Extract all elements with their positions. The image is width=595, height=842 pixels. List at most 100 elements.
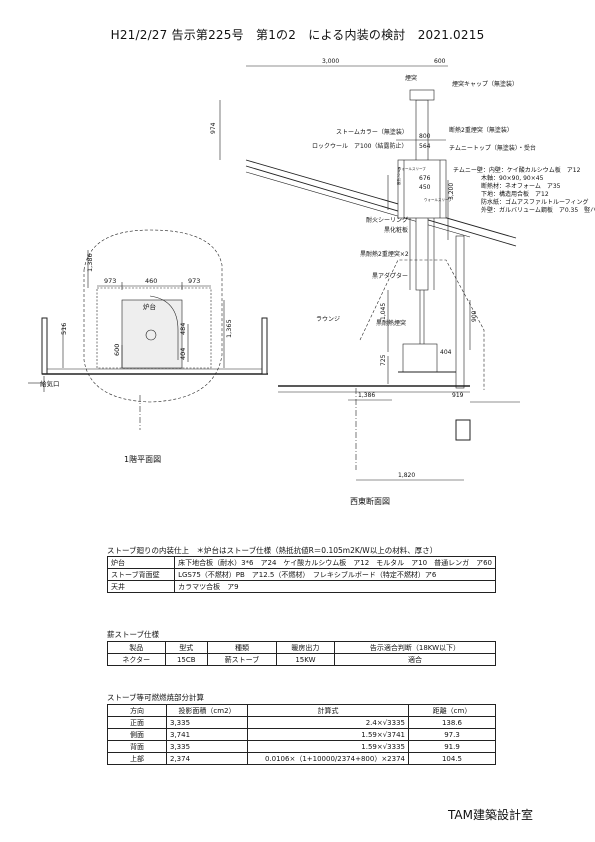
finish-part-cell: 炉台	[106, 556, 176, 569]
stove-cell: 15KW	[275, 653, 335, 666]
roof-lower	[245, 165, 517, 247]
sec-dim-564: 564	[419, 143, 431, 150]
sec-dim-404: 404	[440, 349, 452, 356]
sec-dim-900: 900	[471, 310, 478, 322]
finish-table: 炉台 床下地合板（耐水）3*6 ア24 ケイ酸カルシウム板 ア12 モルタル ア…	[106, 556, 496, 593]
insulated-pipe-label: 断熱2重煙突（無塗装）	[449, 126, 513, 134]
table-row: 炉台 床下地合板（耐水）3*6 ア24 ケイ酸カルシウム板 ア12 モルタル ア…	[106, 556, 496, 569]
black-adapter-label: 黒アダプター	[372, 272, 408, 280]
stove-heading: 薪ストーブ仕様	[107, 630, 160, 639]
finish-part-cell: ストーブ背面壁	[106, 568, 176, 581]
plan-dim-1386: 1,386	[86, 253, 94, 272]
plan-dim-600: 600	[113, 344, 121, 356]
sec-dim-3200: 3,200	[448, 183, 455, 200]
page-title: H21/2/27 告示第225号 第1の2 による内装の検討 2021.0215	[110, 28, 485, 42]
calc-cell: 91.9	[408, 740, 496, 753]
plan-wall-right	[261, 317, 268, 375]
wall-spec-outer: 外壁：ガルバリューム鋼板 ア0.35 竪ハゼ	[481, 206, 595, 214]
sec-dim-1045: 1,045	[380, 303, 387, 320]
table-row: 背面 3,335 1.59×√3335 91.9	[107, 740, 496, 753]
floor-plan-caption: 1階平面図	[124, 455, 162, 464]
wool-left-label: ウォールスリーブ	[398, 166, 426, 171]
calc-header-cell: 方向	[107, 704, 167, 717]
stove-cell: 適合	[333, 653, 497, 666]
air-inlet-label: 給気口	[40, 379, 60, 388]
sec-dim-725: 725	[380, 354, 387, 366]
calc-cell: 背面	[107, 740, 167, 753]
finish-part-cell: 天井	[106, 580, 176, 593]
calc-cell: 97.3	[408, 728, 496, 741]
chimney-top-label: チムニートップ（無塗装）・受台	[449, 144, 536, 152]
calc-cell: 2,374	[166, 752, 248, 765]
wall-spec-frame: 木軸：90×90, 90×45	[481, 174, 544, 182]
wall-spec-insul: 断熱材：ネオフォーム ア35	[481, 182, 561, 190]
calc-cell: 上部	[107, 752, 167, 765]
plan-dim-1365: 1,365	[225, 319, 233, 338]
wall-spec-roofing: 防水紙：ゴムアスファルトルーフィング	[481, 198, 589, 206]
stove-table: 製品 型式 種類 暖房出力 告示適合判断（18KW以下） ネクター 15CB 薪…	[107, 641, 497, 666]
stove-cell: 15CB	[164, 653, 209, 666]
finish-heading: ストーブ廻りの内装仕上 ＊炉台はストーブ仕様（熱抵抗値R＝0.105m2K/W以…	[107, 546, 438, 555]
sec-dim-1386: 1,386	[358, 392, 375, 399]
heat-70-label: 断熱70mm	[396, 166, 401, 185]
wall-spec-base: 下地：構造用合板 ア12	[481, 190, 549, 198]
exterior-wall	[455, 235, 465, 389]
roof-upper	[245, 159, 517, 239]
table-row: 上部 2,374 0.0106×（1+10000/2374+800）×2374 …	[107, 752, 496, 765]
plan-dim-404: 404	[179, 348, 187, 360]
plan-dim-973b: 973	[188, 277, 200, 285]
sec-dim-919: 919	[452, 392, 464, 399]
finish-spec-cell: LGS75（不燃材）PB ア12.5（不燃材） フレキシブルボード（特定不燃材）…	[174, 568, 496, 581]
stove-cell: 薪ストーブ	[207, 653, 277, 666]
sec-dim-3000: 3,000	[322, 58, 339, 65]
stove-header-cell: 暖房出力	[275, 641, 335, 654]
firm-name: TAM建築設計室	[448, 808, 533, 822]
calc-heading: ストーブ等可燃燃焼部分計算	[107, 693, 205, 702]
black-board-label: 黒化粧板	[384, 226, 408, 234]
calc-cell: 1.59×√3335	[247, 740, 409, 753]
wool-right-label: ウォールスリーブ	[424, 197, 452, 202]
plan-dim-973a: 973	[104, 277, 116, 285]
drawings-area: 1,386 973 460 973 516 484 1,365 600 404 …	[28, 58, 595, 481]
cross-section	[219, 65, 520, 481]
chimney-label: 煙突	[405, 74, 417, 82]
fire-seal-label: 耐火シーリング	[366, 216, 408, 224]
stove-header-cell: 製品	[107, 641, 166, 654]
calc-cell: 3,741	[166, 728, 248, 741]
sec-dim-600: 600	[434, 58, 446, 65]
clearance-boundary	[83, 229, 223, 403]
sec-dim-1820: 1,820	[398, 472, 415, 479]
calc-header-cell: 計算式	[247, 704, 409, 717]
calc-cell: 3,335	[166, 716, 248, 729]
sec-dim-974: 974	[210, 122, 217, 134]
finish-spec-cell: カラマツ合板 ア9	[174, 580, 496, 593]
rockwool-label: ロックウール ア100（結露防止）	[312, 142, 407, 150]
hearth-outline	[96, 287, 212, 369]
black-pipe-label: 黒耐熱2重煙突×2	[360, 250, 409, 258]
calc-cell: 3,335	[166, 740, 248, 753]
chimney-wall	[397, 159, 447, 219]
stove-header-cell: 種類	[207, 641, 277, 654]
sec-dim-800: 800	[419, 133, 431, 140]
sec-dim-676: 676	[419, 175, 431, 182]
calc-cell: 2.4×√3335	[247, 716, 409, 729]
finish-spec-cell: 床下地合板（耐水）3*6 ア24 ケイ酸カルシウム板 ア12 モルタル ア10 …	[174, 556, 496, 569]
table-header-row: 製品 型式 種類 暖房出力 告示適合判断（18KW以下）	[107, 641, 497, 654]
calc-cell: 正面	[107, 716, 167, 729]
calc-header-cell: 投影面積（cm2）	[166, 704, 248, 717]
hearth	[121, 299, 183, 369]
stove-header-cell: 告示適合判断（18KW以下）	[333, 641, 497, 654]
calc-cell: 1.59×√3741	[247, 728, 409, 741]
calc-cell: 138.6	[408, 716, 496, 729]
plan-dim-460: 460	[145, 277, 157, 285]
table-header-row: 方向 投影面積（cm2） 計算式 距離（cm）	[107, 704, 496, 717]
table-row: ネクター 15CB 薪ストーブ 15KW 適合	[107, 653, 497, 666]
calc-cell: 104.5	[408, 752, 496, 765]
calc-table: 方向 投影面積（cm2） 計算式 距離（cm） 正面 3,335 2.4×√33…	[107, 704, 496, 765]
table-row: 側面 3,741 1.59×√3741 97.3	[107, 728, 496, 741]
floor-plan	[28, 229, 268, 430]
chimney-cap-label: 煙突キャップ（無塗装）	[452, 80, 518, 88]
section-caption: 西東断面図	[350, 497, 390, 506]
table-row: ストーブ背面壁 LGS75（不燃材）PB ア12.5（不燃材） フレキシブルボー…	[106, 568, 496, 581]
plan-dim-484: 484	[179, 323, 187, 335]
